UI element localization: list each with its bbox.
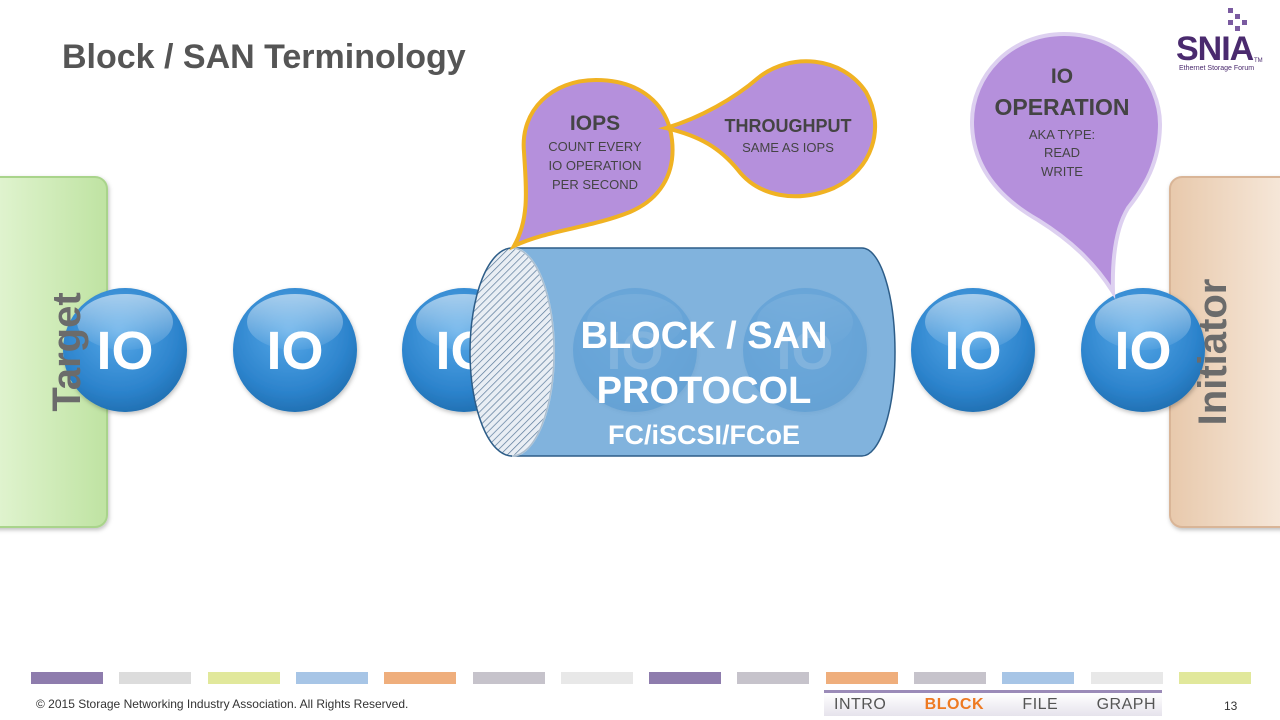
strip-segment — [31, 672, 103, 684]
io-circle: IO — [1081, 288, 1205, 412]
io-circle: IO — [233, 288, 357, 412]
target-label: Target — [45, 292, 89, 411]
nav-graph[interactable]: GRAPH — [1096, 695, 1156, 713]
strip-segment — [1002, 672, 1075, 684]
logo-subtitle: Ethernet Storage Forum — [1179, 65, 1254, 72]
strip-segment — [1178, 672, 1251, 684]
io-operation-line: AKA TYPE: — [1029, 127, 1095, 142]
nav-block[interactable]: BLOCK — [924, 695, 985, 713]
strip-segment — [825, 672, 898, 684]
io-circle: IO — [63, 288, 187, 412]
io-operation-title: OPERATION — [994, 94, 1129, 120]
io-operation-line: WRITE — [1041, 164, 1083, 179]
iops-title: IOPS — [570, 112, 620, 135]
copyright-text: © 2015 Storage Networking Industry Assoc… — [36, 697, 409, 711]
io-label: IO — [96, 321, 153, 381]
strip-segment — [560, 672, 633, 684]
strip-segment — [207, 672, 280, 684]
io-label: IO — [1114, 321, 1171, 381]
section-nav: INTRO BLOCK FILE GRAPH — [824, 690, 1162, 716]
iops-line: IO OPERATION — [549, 158, 642, 173]
strip-segment — [1090, 672, 1163, 684]
strip-segment — [472, 672, 545, 684]
strip-segment — [384, 672, 457, 684]
section-color-strip — [31, 672, 1251, 684]
io-operation-callout — [969, 31, 1163, 300]
iops-line: PER SECOND — [552, 177, 638, 192]
logo-text: SNIA — [1176, 30, 1254, 68]
io-label: IO — [266, 321, 323, 381]
io-operation-line: READ — [1044, 145, 1080, 160]
page-number: 13 — [1224, 699, 1238, 713]
strip-segment — [914, 672, 986, 684]
strip-segment — [649, 672, 722, 684]
throughput-callout — [658, 59, 878, 199]
page-title: Block / SAN Terminology — [62, 38, 466, 76]
protocol-line3: FC/iSCSI/FCoE — [608, 420, 800, 450]
snia-logo: SNIA TM Ethernet Storage Forum — [1176, 8, 1263, 72]
strip-segment — [295, 672, 368, 684]
io-label: IO — [944, 321, 1001, 381]
throughput-title: THROUGHPUT — [725, 116, 852, 136]
nav-intro[interactable]: INTRO — [834, 695, 887, 713]
strip-segment — [119, 672, 192, 684]
protocol-line1: BLOCK / SAN — [581, 315, 828, 357]
protocol-pipe — [469, 247, 896, 457]
throughput-line: SAME AS IOPS — [742, 140, 834, 155]
io-circle: IO — [911, 288, 1035, 412]
iops-line: COUNT EVERY — [548, 139, 642, 154]
strip-segment — [737, 672, 810, 684]
logo-tm: TM — [1254, 58, 1263, 64]
nav-file[interactable]: FILE — [1022, 695, 1059, 713]
io-operation-title: IO — [1051, 65, 1073, 88]
protocol-line2: PROTOCOL — [597, 370, 812, 412]
initiator-label: Initiator — [1191, 279, 1235, 426]
